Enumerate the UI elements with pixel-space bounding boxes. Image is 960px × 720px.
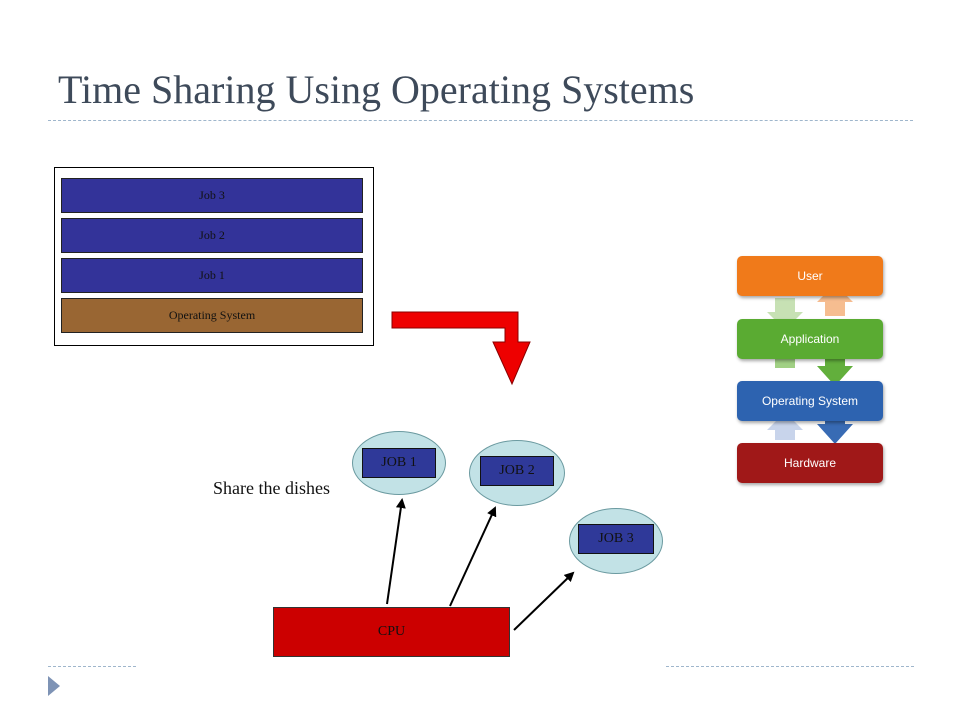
- layer-user: User: [737, 256, 883, 296]
- cpu-to-job3-arrow: [513, 571, 575, 631]
- stack-bar-job-2: Job 2: [61, 218, 363, 253]
- hardware-to-os-arrow: [817, 416, 853, 444]
- job-3-box: JOB 3: [578, 524, 654, 554]
- stack-bar-job-3: Job 3: [61, 178, 363, 213]
- cpu-to-job2-arrow: [449, 506, 497, 607]
- triangle-bullet-icon: [48, 676, 60, 696]
- user-to-application-arrow: [767, 298, 803, 330]
- os-to-application-arrow: [817, 358, 853, 386]
- bent-down-arrow: [391, 311, 531, 386]
- stack-bar-job-1: Job 1: [61, 258, 363, 293]
- job-2-box: JOB 2: [480, 456, 554, 486]
- job-1-box: JOB 1: [362, 448, 436, 478]
- share-dishes-caption: Share the dishes: [213, 478, 330, 498]
- application-to-user-arrow: [817, 284, 853, 316]
- cpu-to-job1-arrow: [386, 498, 406, 605]
- footer-divider-left: [48, 666, 136, 667]
- title-divider: [48, 120, 913, 121]
- stack-bar-operating-system: Operating System: [61, 298, 363, 333]
- slide-title: Time Sharing Using Operating Systems: [58, 67, 695, 112]
- job-1-circle: JOB 1: [352, 431, 446, 495]
- memory-stack-diagram: Job 3 Job 2 Job 1 Operating System: [54, 167, 374, 346]
- layer-hardware: Hardware: [737, 443, 883, 483]
- job-2-circle: JOB 2: [469, 440, 565, 506]
- footer-divider-right: [666, 666, 914, 667]
- layer-operating-system: Operating System: [737, 381, 883, 421]
- os-to-hardware-arrow: [767, 412, 803, 440]
- layer-application: Application: [737, 319, 883, 359]
- job-3-circle: JOB 3: [569, 508, 663, 574]
- cpu-box: CPU: [273, 607, 510, 657]
